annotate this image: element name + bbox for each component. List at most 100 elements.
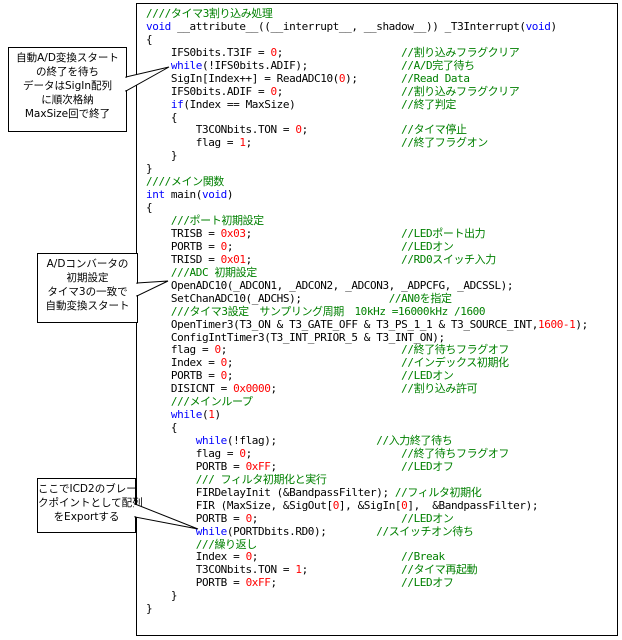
code-line: IFS0bits.T3IF = 0; //割り込みフラグクリア	[146, 45, 520, 59]
code-comment: //LEDポート出力	[401, 226, 486, 240]
code-text	[146, 538, 196, 551]
code-text: );	[345, 71, 402, 85]
code-text	[146, 59, 171, 72]
code-line: PORTB = 0; //LEDオン	[146, 511, 454, 525]
callout-line: 自動変換スタート	[45, 300, 130, 312]
code-number: 1	[295, 563, 302, 577]
code-text	[146, 305, 171, 318]
code-text: ;	[301, 563, 402, 577]
code-text: PORTB =	[146, 369, 221, 383]
code-text: TRISD =	[146, 252, 221, 266]
code-number: 0	[401, 498, 408, 512]
code-text: Index =	[146, 356, 221, 370]
code-text: ], &SigIn[	[338, 498, 402, 512]
code-line: Index = 0; //Break	[146, 550, 445, 563]
code-comment: //タイマ停止	[401, 123, 467, 137]
code-text: FIRDelayInit (&BandpassFilter);	[146, 485, 395, 499]
code-number: 0	[338, 71, 346, 85]
code-comment: //Break	[401, 550, 445, 564]
code-comment: //LEDオン	[401, 369, 454, 383]
code-line: ///タイマ3設定 サンプリング周期 10kHz =16000kHz /1600	[146, 304, 486, 318]
code-keyword: void	[146, 19, 171, 33]
callout-adc-init-note: A/Dコンバータの 初期設定 タイマ3の一致で 自動変換スタート	[37, 253, 138, 323]
code-text: )	[550, 19, 557, 33]
code-text: TRISB =	[146, 226, 221, 240]
code-line: flag = 0; //終了待ちフラグオフ	[146, 343, 510, 357]
code-listing-frame	[136, 3, 618, 636]
code-line: SetChanADC10(_ADCHS); //AN0を指定	[146, 292, 452, 305]
code-text: SetChanADC10(_ADCHS);	[146, 291, 389, 305]
code-comment: //割り込みフラグクリア	[401, 45, 520, 59]
code-comment: //スイッチオン待ち	[376, 524, 474, 538]
code-text: ;	[270, 576, 402, 590]
code-text	[146, 214, 171, 227]
code-number: 0	[295, 123, 302, 137]
code-number: 0	[239, 446, 246, 460]
code-comment: //A/D完了待ち	[401, 58, 475, 72]
code-line: while(!flag); //入力終了待ち	[146, 434, 453, 448]
code-comment: //入力終了待ち	[376, 434, 453, 448]
code-line: /// フィルタ初期化と実行	[146, 472, 327, 486]
callout-line: MaxSize回で終了	[24, 108, 111, 120]
code-text: ConfigIntTimer3(T3_INT_PRIOR_5 & T3_INT_…	[146, 330, 445, 344]
code-text: ], &BandpassFilter);	[407, 498, 539, 512]
code-comment: ///繰り返し	[195, 537, 257, 551]
code-text: }	[146, 602, 153, 616]
code-comment: ////メイン関数	[146, 175, 224, 189]
code-comment: //LEDオフ	[401, 576, 454, 590]
code-comment: //LEDオン	[401, 511, 454, 525]
code-line: while(!IFS0bits.ADIF); //A/D完了待ち	[146, 59, 475, 72]
code-text: ;	[276, 45, 402, 59]
code-line: T3CONbits.TON = 1; //タイマ再起動	[146, 563, 478, 577]
code-keyword: if	[170, 97, 184, 111]
code-text: ;	[220, 343, 402, 357]
code-text: flag =	[146, 343, 215, 357]
code-comment: ///メインループ	[170, 395, 253, 409]
code-keyword: while	[170, 408, 203, 422]
code-line: }	[146, 162, 153, 175]
code-text: ;	[301, 123, 402, 137]
code-text: (!IFS0bits.ADIF);	[202, 58, 402, 72]
code-text: T3CONbits.TON =	[146, 123, 296, 137]
callout-line: をExportする	[53, 511, 120, 523]
code-text: {	[146, 110, 178, 124]
code-comment: /// フィルタ初期化と実行	[195, 472, 327, 486]
callout-icd2-breakpoint-note: ここでICD2のブレー クポイントとして配列 をExportする	[37, 478, 143, 533]
code-keyword: while	[195, 434, 228, 448]
code-text: T3CONbits.TON =	[146, 563, 296, 577]
code-line: ///繰り返し	[146, 538, 257, 551]
code-text: ;	[276, 84, 402, 98]
callout-line: の終了を待ち	[36, 66, 99, 78]
code-text: (PORTDbits.RD0);	[226, 524, 377, 538]
code-line: T3CONbits.TON = 0; //タイマ停止	[146, 123, 467, 136]
code-line: {	[146, 421, 178, 434]
code-line: PORTB = 0; //LEDオン	[146, 369, 454, 383]
code-line: if(Index == MaxSize) //終了判定	[146, 97, 457, 111]
code-text: SigIn[Index++] = ReadADC10(	[146, 71, 339, 85]
code-text: (	[202, 408, 209, 422]
code-line: DISICNT = 0x0000; //割り込み許可	[146, 382, 478, 396]
code-line: PORTB = 0; //LEDオン	[146, 240, 454, 253]
code-text: IFS0bits.T3IF =	[146, 45, 271, 59]
code-line: FIR (MaxSize, &SigOut[0], &SigIn[0], &Ba…	[146, 498, 539, 512]
code-number: 0x03	[220, 226, 246, 240]
code-text: main(	[164, 188, 203, 202]
code-text: );	[575, 317, 588, 331]
code-comment: ///ADC 初期設定	[170, 265, 257, 279]
code-keyword: void	[202, 188, 227, 202]
code-text: ;	[251, 550, 402, 564]
code-text: ;	[226, 369, 402, 383]
code-text: __attribute__((__interrupt__, __shadow__…	[170, 19, 526, 33]
code-line: PORTB = 0xFF; //LEDオフ	[146, 576, 454, 590]
code-comment: //Read Data	[401, 71, 470, 85]
code-comment: //割り込み許可	[401, 382, 478, 396]
code-line: while(1)	[146, 408, 221, 421]
code-comment: ///タイマ3設定 サンプリング周期 10kHz =16000kHz /1600	[170, 304, 486, 318]
callout-line: タイマ3の一致で	[47, 286, 128, 298]
code-number: 0	[270, 45, 277, 59]
code-comment: //インデックス初期化	[401, 356, 509, 370]
code-comment: //LEDオフ	[401, 459, 454, 473]
code-text: }	[146, 149, 178, 163]
code-text: ;	[226, 356, 402, 370]
code-line: PORTB = 0xFF; //LEDオフ	[146, 459, 454, 473]
